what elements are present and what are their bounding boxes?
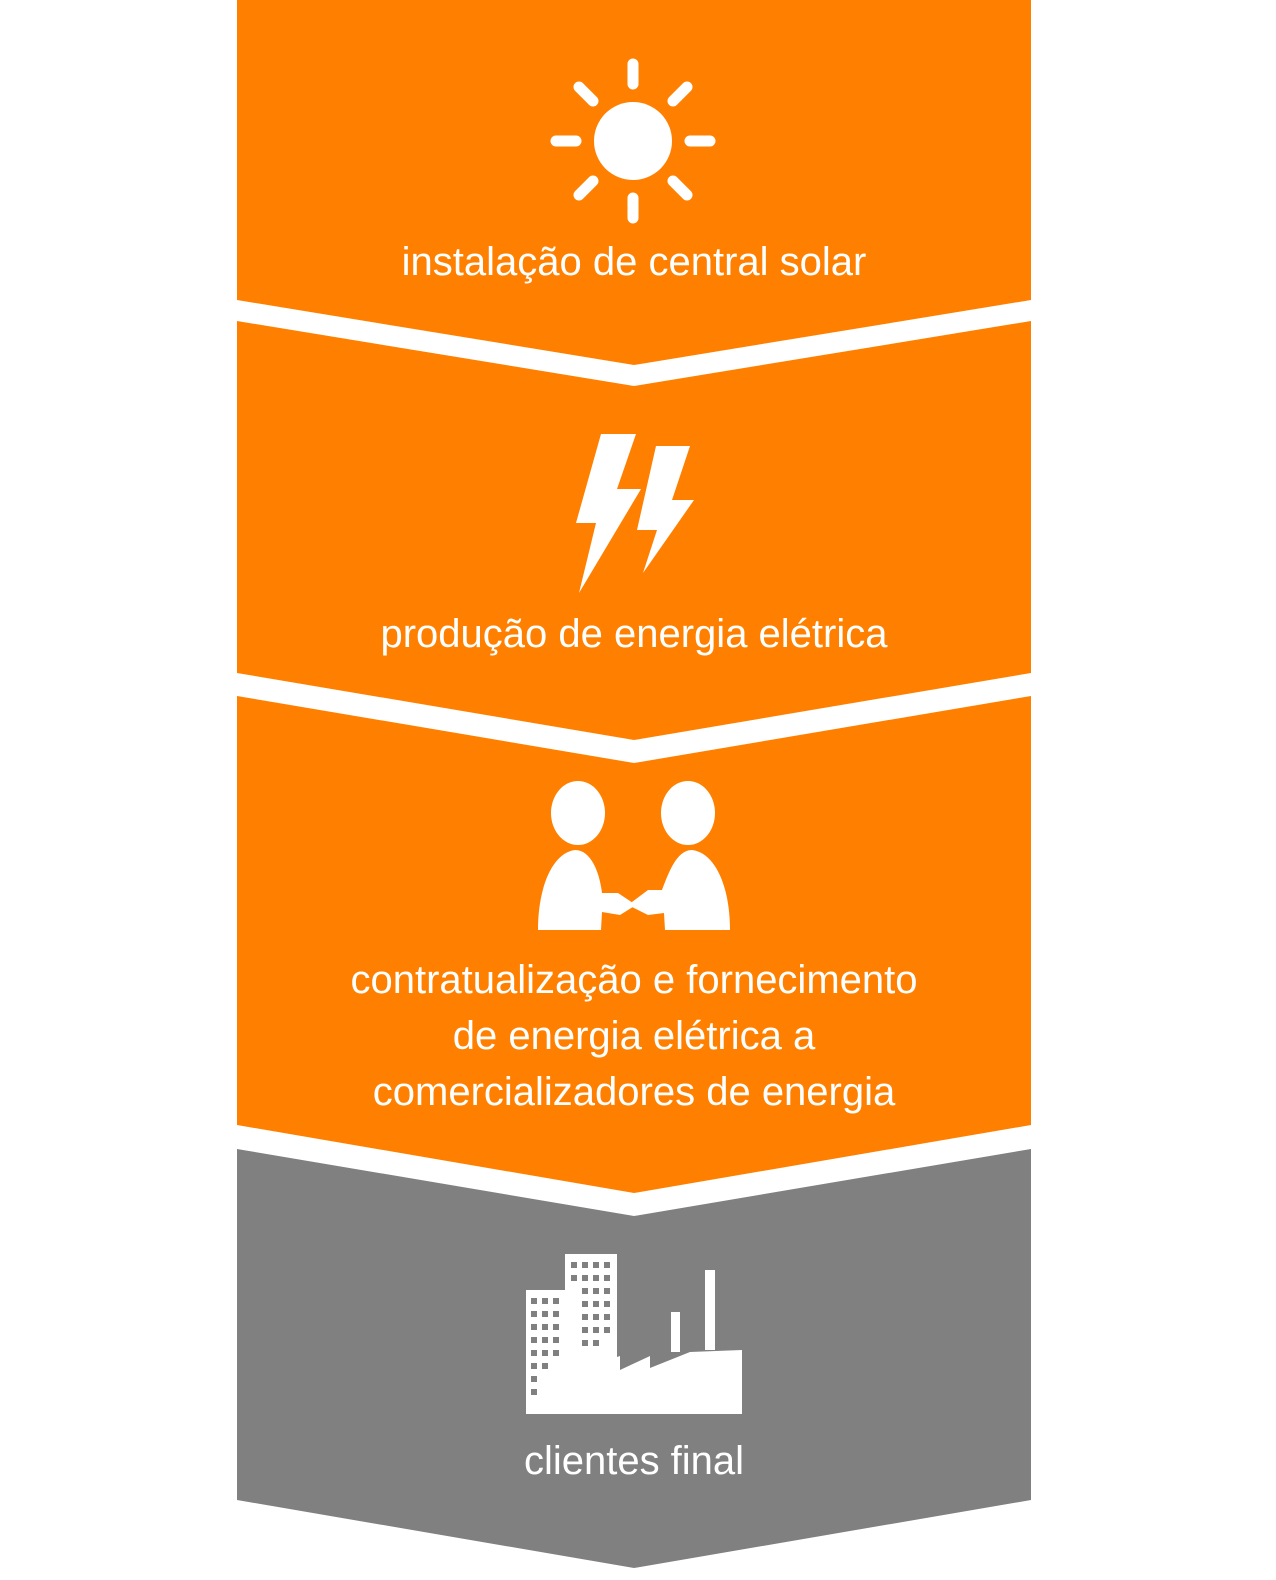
step-4-chevron [237,1149,1031,1568]
step-2-label: produção de energia elétrica [237,606,1031,662]
step-3-label-line-3: comercializadores de energia [372,1070,896,1114]
step-1-chevron [237,0,1031,365]
buildings-factory-icon [526,1254,742,1414]
step-1-label: instalação de central solar [237,234,1031,290]
handshake-icon [538,781,730,930]
sun-icon [550,58,716,224]
step-2-chevron [237,321,1031,740]
step-4-label-line-1: clientes final [523,1439,745,1483]
step-3-label-line-2: de energia elétrica a [452,1014,816,1058]
step-4-label: clientes final [237,1433,1031,1489]
step-3-chevron [237,696,1031,1193]
step-1-label-line-1: instalação de central solar [401,240,867,284]
step-2-label-line-1: produção de energia elétrica [380,612,888,656]
step-3-label-line-1: contratualização e fornecimento [350,958,918,1002]
lightning-bolt-icon [576,434,694,593]
step-3-label: contratualização e fornecimento de energ… [237,952,1031,1120]
